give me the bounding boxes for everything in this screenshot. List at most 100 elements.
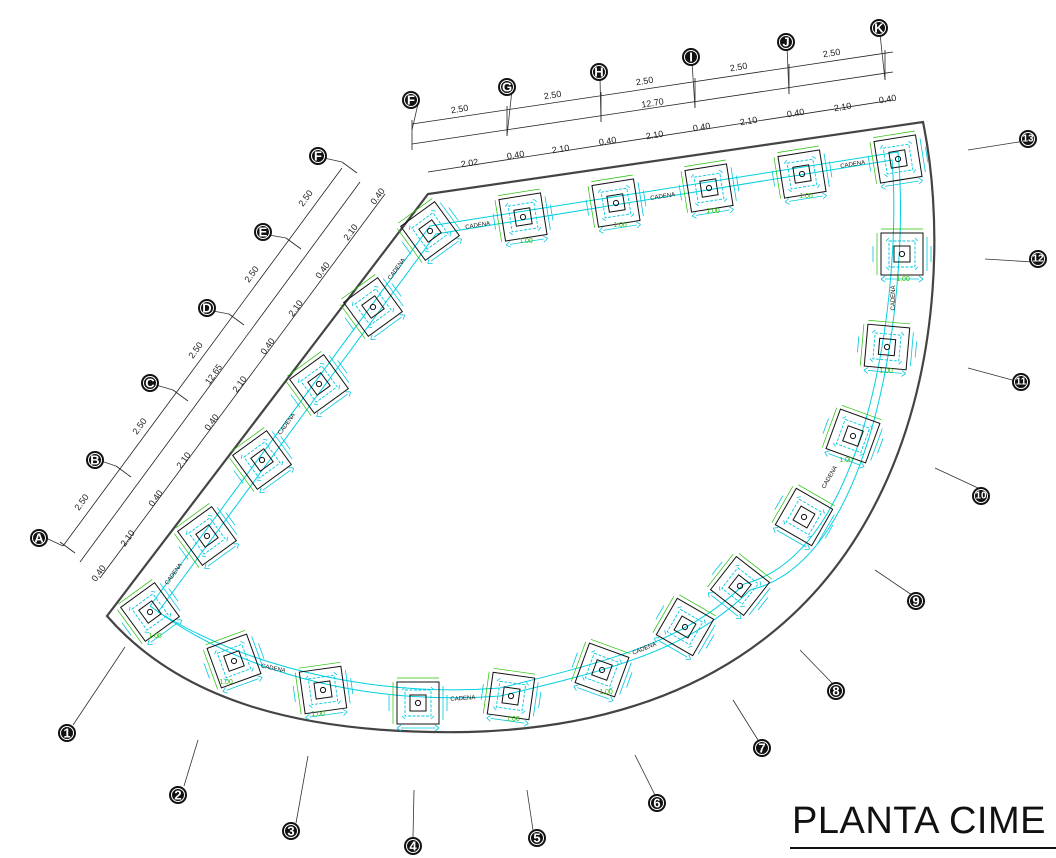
dim-column: 0.40 <box>878 93 897 106</box>
axis-bubble-5: 5 <box>528 829 546 847</box>
beam-label: CADENA <box>164 563 184 587</box>
dim-clear: 2.10 <box>230 374 248 394</box>
footing-size-label: 1.00 <box>519 238 533 245</box>
axis-bubble-3: 3 <box>282 822 300 840</box>
axis-bubble-7: 7 <box>753 739 771 757</box>
dim-column: 0.40 <box>202 412 220 432</box>
dim-spacing: 2.50 <box>635 75 654 88</box>
footing-12 <box>872 228 932 283</box>
axis-bubble-2: 2 <box>169 786 187 804</box>
drawing-title: PLANTA CIME <box>792 800 1046 842</box>
beam-label: CADENA <box>632 642 657 657</box>
footing-size-label: 1.00 <box>506 716 520 723</box>
dim-spacing: 2.50 <box>450 103 469 116</box>
beam-label: CADENA <box>840 160 866 170</box>
svg-text:6: 6 <box>653 796 660 811</box>
axis-bubble-12: 12 <box>1029 250 1047 268</box>
dim-column: 0.40 <box>506 149 525 162</box>
axis-bubble-8: 8 <box>827 682 845 700</box>
footing-3 <box>223 422 303 501</box>
svg-text:I: I <box>689 50 693 65</box>
svg-text:H: H <box>594 65 603 80</box>
svg-text:5: 5 <box>533 831 540 846</box>
dim-column: 0.40 <box>786 107 805 120</box>
axis-bubble-13: 13 <box>1019 130 1037 148</box>
svg-text:A: A <box>34 531 44 546</box>
axis-bubble-J: J <box>777 33 795 51</box>
dim-clear: 2.10 <box>286 298 304 318</box>
dim-spacing: 2.50 <box>729 61 748 74</box>
footing-size-label: 1.00 <box>599 689 613 696</box>
beam-label: CADENA <box>465 221 491 231</box>
building-outline <box>105 120 936 734</box>
svg-text:J: J <box>782 35 789 50</box>
left-dimension-lines <box>59 161 386 579</box>
axis-bubble-H: H <box>590 63 608 81</box>
footing-20 <box>388 677 448 732</box>
footing-22 <box>197 627 272 698</box>
svg-text:11: 11 <box>1016 377 1027 388</box>
dim-clear: 2.10 <box>174 450 192 470</box>
axis-bubble-F-left: F <box>309 147 327 165</box>
dim-spacing: 2.50 <box>543 89 562 102</box>
svg-text:G: G <box>502 80 512 95</box>
svg-text:1: 1 <box>63 726 70 741</box>
axis-bubble-4: 4 <box>404 837 422 855</box>
axis-bubbles-numbered: 1 2 3 4 5 6 7 8 9 10 11 12 13 <box>58 130 1047 855</box>
dim-column: 0.40 <box>598 135 617 148</box>
footing-16 <box>699 547 779 627</box>
footing-1 <box>111 574 191 653</box>
svg-text:C: C <box>145 376 155 391</box>
footing-size-label: 1.00 <box>148 633 162 640</box>
svg-text:F: F <box>407 93 415 108</box>
dim-column: 0.40 <box>89 563 107 583</box>
dim-clear: 2.10 <box>739 115 758 128</box>
dim-clear: 2.10 <box>645 129 664 142</box>
beam-label: CADENA <box>821 465 839 490</box>
svg-text:7: 7 <box>758 741 765 756</box>
axis-bubble-D: D <box>198 299 216 317</box>
axis-bubble-A: A <box>30 529 48 547</box>
footing-size-label: 1.00 <box>839 457 853 464</box>
svg-text:F: F <box>314 149 322 164</box>
top-dimension-texts: 2.50 2.50 2.50 2.50 2.50 12.70 2.02 0.40… <box>450 47 897 170</box>
footing-size-label: 1.00 <box>799 193 813 200</box>
svg-text:B: B <box>90 453 99 468</box>
beam-label: CADENA <box>260 663 286 674</box>
svg-text:E: E <box>259 225 268 240</box>
dim-total-left: 12.65 <box>203 362 224 386</box>
axis-bubble-9: 9 <box>907 592 925 610</box>
axis-bubble-11: 11 <box>1012 373 1030 391</box>
footing-size-label: 1.00 <box>311 711 325 718</box>
dim-clear: 2.10 <box>551 143 570 156</box>
chain-beams <box>149 151 901 699</box>
svg-text:13: 13 <box>1022 134 1034 145</box>
top-dimension-lines <box>411 50 894 173</box>
axis-bubble-6: 6 <box>648 794 666 812</box>
beam-label: CADENA <box>891 285 897 310</box>
svg-text:D: D <box>202 301 211 316</box>
svg-text:9: 9 <box>912 594 919 609</box>
dim-column: 0.40 <box>313 260 331 280</box>
footing-15 <box>764 480 843 557</box>
footing-size-label: 1.00 <box>706 208 720 215</box>
svg-text:4: 4 <box>409 839 417 854</box>
dim-spacing: 2.50 <box>72 492 90 512</box>
beam-label: CADENA <box>277 413 297 437</box>
dim-clear: 2.10 <box>833 101 852 114</box>
dim-spacing: 2.50 <box>296 188 314 208</box>
axis-bubble-10: 10 <box>972 487 990 505</box>
left-dimension-texts: 2.50 2.50 2.50 2.50 2.50 12.65 0.40 2.10… <box>72 186 386 583</box>
footing-size-label: 1.00 <box>613 222 627 229</box>
svg-text:3: 3 <box>287 824 294 839</box>
dim-column: 0.40 <box>368 186 386 206</box>
dim-first-clear: 2.02 <box>460 157 479 170</box>
footing-size-labels: 1.00 1.00 1.00 1.00 1.00 1.00 1.00 1.00 … <box>148 193 910 723</box>
svg-text:12: 12 <box>1032 254 1044 265</box>
dim-spacing: 2.50 <box>822 47 841 60</box>
beam-label: CADENA <box>650 192 676 202</box>
dim-total-top: 12.70 <box>641 96 665 109</box>
svg-text:2: 2 <box>174 788 181 803</box>
footing-size-label: 1.00 <box>896 276 910 283</box>
